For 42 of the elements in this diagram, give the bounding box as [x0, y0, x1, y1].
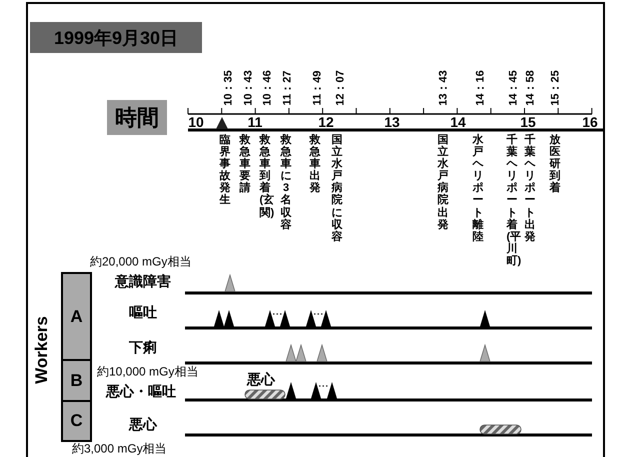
event-label: 国立水戸病院に収容: [332, 134, 342, 243]
diagram-title: 1999年9月30日: [30, 22, 202, 53]
dose-label: 約20,000 mGy相当: [90, 254, 192, 270]
hour-tick-label: 16: [582, 114, 598, 130]
worker-group-box: B: [61, 359, 92, 402]
hour-tick-label: 14: [450, 114, 466, 130]
time-heading: 時間: [107, 100, 167, 135]
hour-tick-label: 12: [318, 114, 334, 130]
time-label: 10：35: [222, 70, 236, 106]
event-label: 国立水戸病院出発: [438, 134, 448, 231]
symptom-label: 意識障害: [115, 273, 171, 291]
worker-group-box: A: [61, 272, 92, 361]
symptom-label: 下痢: [129, 339, 157, 357]
time-label: 13：43: [436, 70, 450, 106]
event-label: 救急車に3名収容: [280, 134, 292, 231]
dose-label: 約3,000 mGy相当: [72, 440, 167, 457]
symptom-label: 嘔吐: [129, 304, 157, 322]
time-label: 10：46: [260, 70, 274, 106]
hour-tick-label: 10: [188, 114, 204, 130]
event-label: 放医研到着: [550, 134, 560, 194]
event-label: 千葉ヘリポート出発: [524, 134, 536, 243]
time-label: 10：43: [242, 70, 256, 106]
symptom-label: 悪心・嘔吐: [106, 383, 176, 401]
symptom-label: 悪心: [129, 416, 157, 434]
time-label: 11：49: [310, 70, 324, 106]
dose-label: 約10,000 mGy相当: [97, 364, 198, 380]
event-label: 臨界事故発生: [220, 134, 230, 207]
event-label: 救急車出発: [310, 134, 320, 194]
hour-tick-label: 15: [520, 114, 536, 130]
time-label: 12：07: [334, 70, 348, 106]
time-label: 14：16: [474, 70, 488, 106]
hour-tick-label: 11: [248, 114, 262, 130]
time-label: 14：45: [506, 70, 520, 106]
time-label: 15：25: [548, 70, 562, 106]
axis-title: Workers: [32, 316, 52, 384]
event-label: 救急車要請: [240, 134, 250, 194]
worker-group-box: C: [61, 400, 92, 442]
time-label: 11：27: [280, 70, 294, 106]
symptom-label: 悪心: [247, 371, 275, 389]
event-label: 水戸ヘリポート離陸: [472, 134, 484, 243]
time-label: 14：58: [524, 70, 538, 106]
hour-tick-label: 13: [384, 114, 400, 130]
